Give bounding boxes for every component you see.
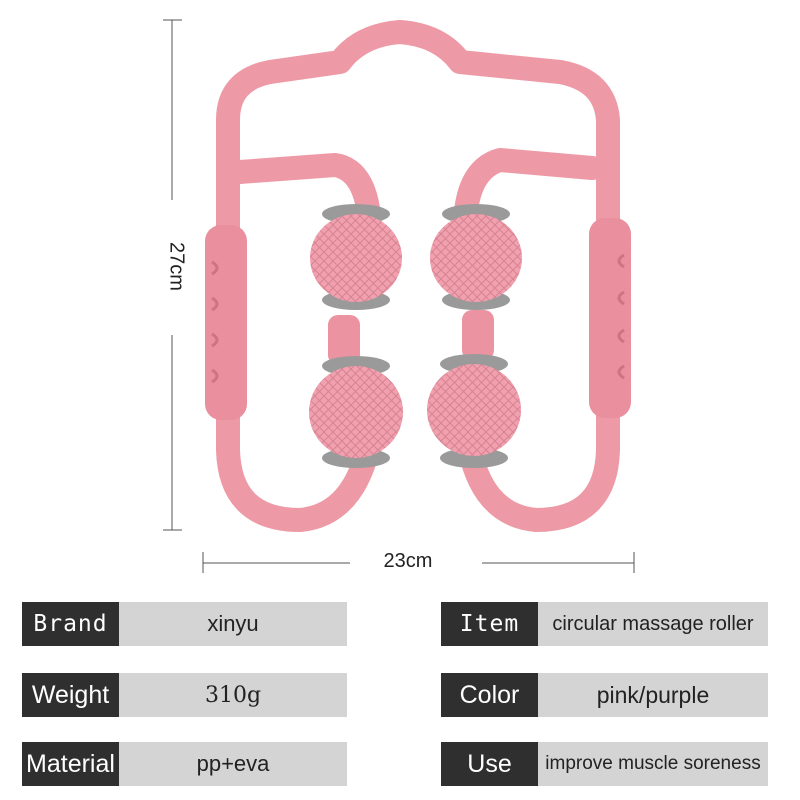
spec-row-weight: Weight 310g (22, 673, 347, 717)
spec-key-color: Color (441, 673, 538, 717)
product-image (163, 19, 635, 573)
spec-row-use: Use improve muscle soreness (441, 742, 768, 786)
massage-ball-bottom-right (427, 354, 521, 468)
massage-ball-top-left (310, 204, 402, 310)
spec-row-color: Color pink/purple (441, 673, 768, 717)
spec-row-item: Item circular massage roller (441, 602, 768, 646)
spec-key-item: Item (441, 602, 538, 646)
left-connector (328, 315, 360, 365)
massage-ball-top-right (430, 204, 522, 310)
spec-key-weight: Weight (22, 673, 119, 717)
height-dimension-line (163, 19, 182, 531)
roller-frame (216, 20, 620, 532)
width-dimension-line (202, 552, 635, 573)
spec-value-brand: xinyu (119, 602, 347, 646)
spec-row-brand: Brand xinyu (22, 602, 347, 646)
right-handle (589, 218, 631, 418)
width-dimension-label: 23cm (383, 550, 433, 572)
spec-value-use: improve muscle soreness (538, 742, 768, 786)
spec-key-material: Material (22, 742, 119, 786)
left-handle (205, 225, 247, 420)
spec-key-brand: Brand (22, 602, 119, 646)
massage-ball-bottom-left (309, 356, 403, 468)
spec-value-item: circular massage roller (538, 602, 768, 646)
spec-value-color: pink/purple (538, 673, 768, 717)
spec-value-material: pp+eva (119, 742, 347, 786)
spec-key-use: Use (441, 742, 538, 786)
spec-row-material: Material pp+eva (22, 742, 347, 786)
right-connector (462, 310, 494, 360)
height-dimension-label: 27cm (165, 242, 188, 291)
spec-value-weight: 310g (119, 673, 347, 717)
